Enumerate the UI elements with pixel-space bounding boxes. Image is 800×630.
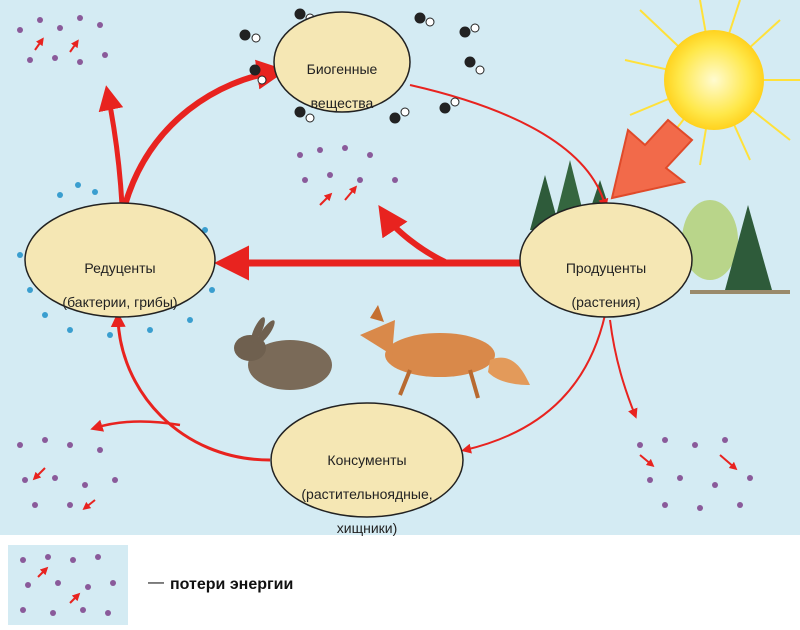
label-biogenic-line2: вещества: [310, 95, 374, 111]
cluster-bottom-left: [17, 437, 118, 510]
label-biogenic-line1: Биогенные: [306, 61, 378, 77]
energy-loss-clusters: [17, 15, 753, 511]
cluster-top-left: [17, 15, 108, 65]
node-biogenic: [273, 11, 411, 113]
legend-swatch-graphic: [20, 554, 116, 616]
node-producers: [519, 202, 693, 318]
label-producers: Продуценты (растения): [531, 243, 681, 311]
label-biogenic: Биогенные вещества: [287, 44, 397, 112]
arrow-biogenic-to-producers: [409, 84, 609, 209]
label-decomposers: Редуценты (бактерии, грибы): [35, 243, 205, 311]
label-producers-line1: Продуценты: [565, 260, 647, 276]
food-chain-diagram: Биогенные вещества Продуценты (растения)…: [0, 0, 800, 537]
label-producers-line2: (растения): [571, 294, 641, 310]
label-decomposers-line2: (бактерии, грибы): [62, 294, 178, 310]
legend-text: потери энергии: [170, 576, 294, 593]
label-consumers: Консументы (растительноядные, хищники): [282, 435, 452, 537]
rabbit-icon: [234, 317, 332, 390]
legend-swatch: [8, 545, 128, 625]
cluster-center: [297, 145, 398, 206]
arrow-consumers-energy-loss: [90, 419, 181, 432]
diagram-graphics: [17, 0, 800, 518]
arrow-decomposers-energy-loss: [98, 85, 125, 206]
fox-icon: [360, 305, 530, 399]
arrow-producers-to-consumers: [461, 314, 606, 454]
label-consumers-line2: (растительноядные,: [301, 486, 433, 502]
label-consumers-line3: хищники): [336, 520, 398, 536]
arrow-decomposers-to-biogenic: [122, 59, 287, 206]
molecules: [239, 8, 485, 124]
arrow-producers-energy-loss-right: [609, 319, 638, 419]
bacteria: [17, 182, 215, 338]
node-decomposers: [24, 202, 216, 318]
cluster-bottom-right: [637, 437, 753, 511]
label-decomposers-line1: Редуценты: [84, 260, 156, 276]
node-consumers: [270, 402, 464, 518]
solar-energy-arrow: [610, 118, 694, 200]
sun-icon: [624, 0, 800, 166]
label-consumers-line1: Консументы: [327, 452, 407, 468]
arrow-consumers-to-decomposers: [110, 312, 271, 462]
cycle-arrows: [90, 59, 638, 462]
legend-dash: —: [148, 574, 164, 591]
arrow-producers-energy-loss: [378, 205, 447, 265]
